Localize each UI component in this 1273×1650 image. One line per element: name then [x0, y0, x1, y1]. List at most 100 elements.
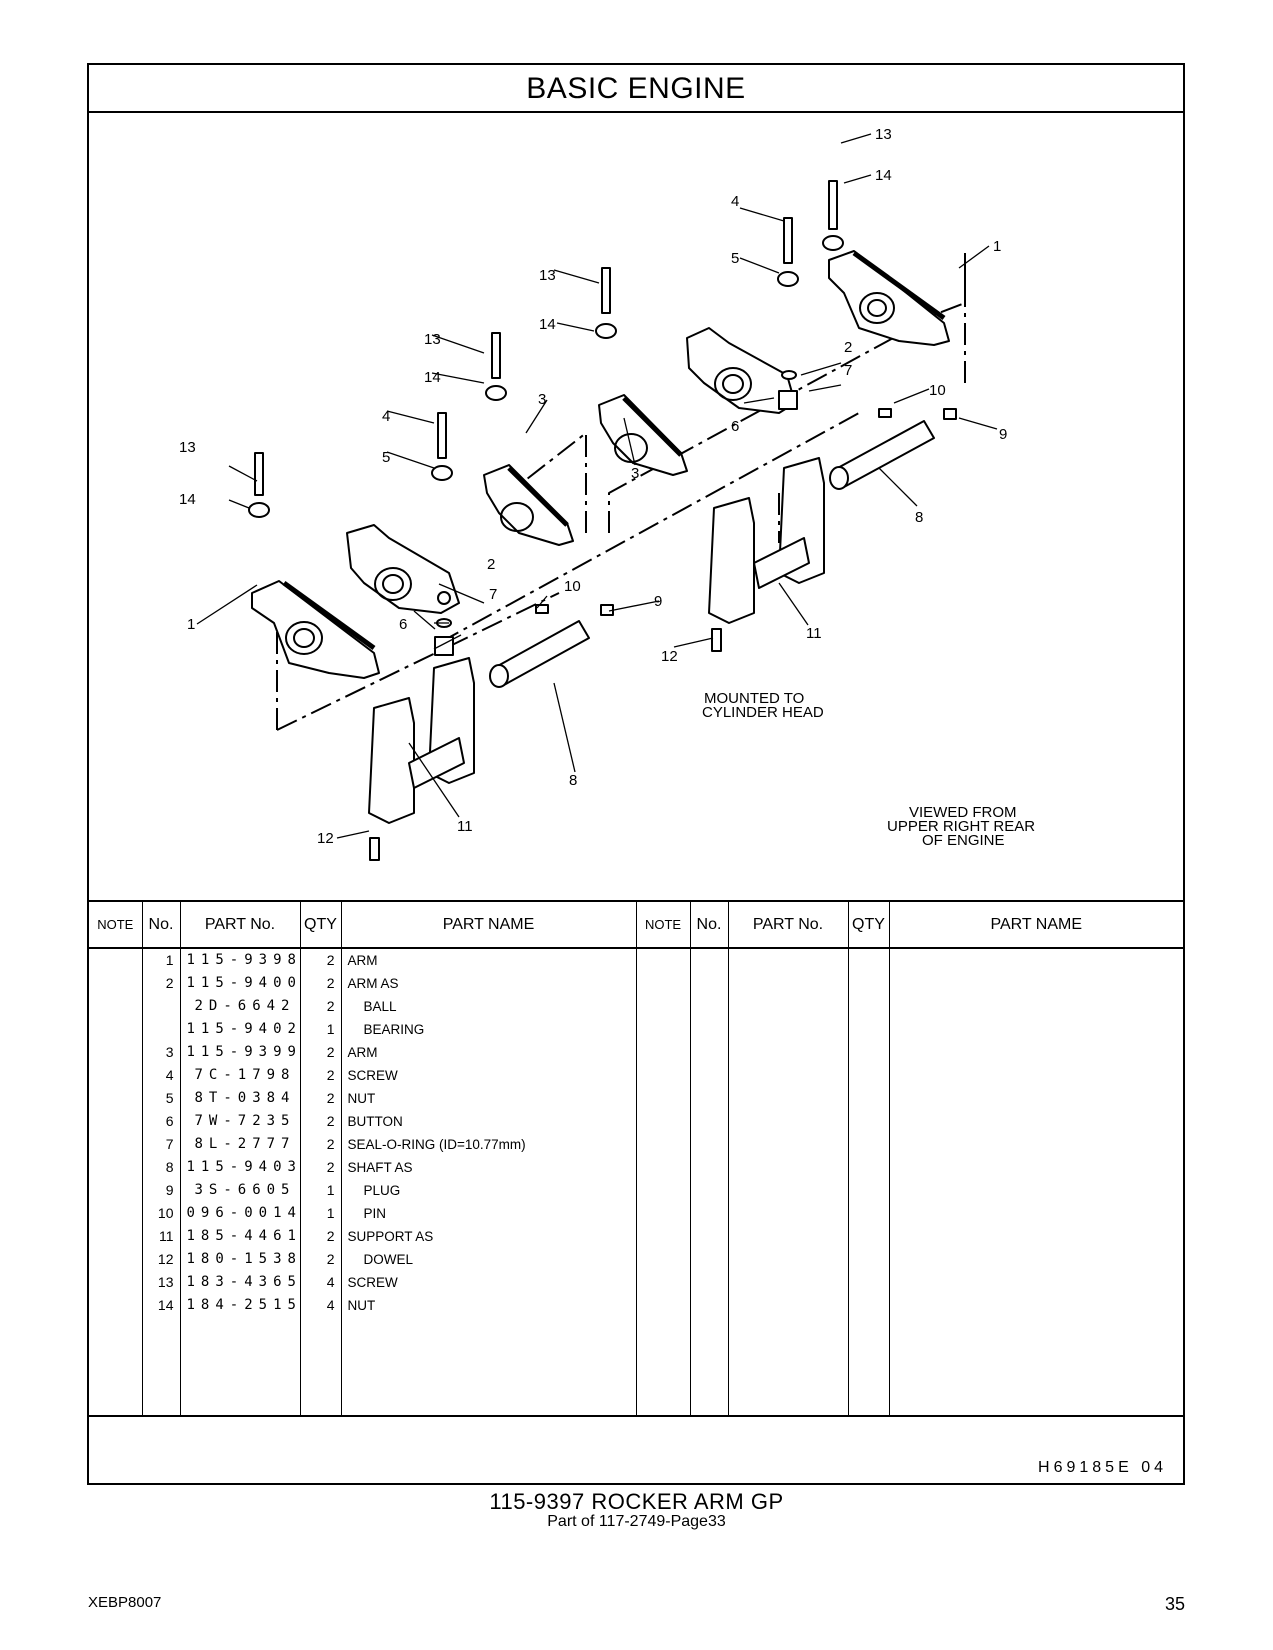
- part-name: SUPPORT AS: [340, 1225, 636, 1248]
- part-name: NUT: [340, 1294, 636, 1317]
- callout-6: 6: [399, 616, 407, 633]
- empty-cell: [888, 972, 1183, 995]
- callout-1: 1: [187, 616, 195, 633]
- quantity: 2: [299, 1087, 341, 1110]
- part-number: 185-4461: [179, 1225, 300, 1248]
- callout-13: 13: [179, 439, 196, 456]
- empty-cell: [689, 1294, 728, 1317]
- empty-cell: [635, 1133, 690, 1156]
- item-number: 7: [141, 1133, 180, 1156]
- note-cell: [89, 1156, 142, 1179]
- part-number: 115-9402: [179, 1018, 300, 1041]
- note-cell: [89, 1018, 142, 1041]
- callout-13: 13: [875, 126, 892, 143]
- note-cell: [89, 1064, 142, 1087]
- quantity: 2: [299, 1156, 341, 1179]
- empty-cell: [635, 1110, 690, 1133]
- callout-11: 11: [806, 625, 822, 642]
- header-part-name: PART NAME: [340, 902, 636, 949]
- empty-cell: [727, 948, 848, 972]
- callout-13: 13: [424, 331, 441, 348]
- rocker-arm-3-left: [483, 464, 574, 546]
- part-name: ARM: [340, 948, 636, 972]
- note-view-line3: OF ENGINE: [922, 832, 1005, 849]
- empty-cell: [727, 1018, 848, 1041]
- empty-cell: [689, 948, 728, 972]
- empty-cell: [888, 1271, 1183, 1294]
- header-part-name-right: PART NAME: [888, 902, 1183, 949]
- empty-cell: [689, 1110, 728, 1133]
- quantity: 2: [299, 1041, 341, 1064]
- page-title: BASIC ENGINE: [89, 65, 1183, 113]
- page-number: 35: [1164, 1594, 1185, 1614]
- part-name: NUT: [340, 1087, 636, 1110]
- empty-cell: [635, 1064, 690, 1087]
- part-name: PIN: [340, 1202, 636, 1225]
- empty-cell: [635, 972, 690, 995]
- callout-7: 7: [844, 362, 852, 379]
- callout-4: 4: [382, 408, 390, 425]
- empty-cell: [689, 1156, 728, 1179]
- empty-cell: [888, 1041, 1183, 1064]
- quantity: 4: [299, 1294, 341, 1317]
- empty-cell: [888, 1179, 1183, 1202]
- screw-4-group: [437, 217, 793, 459]
- part-number: 3S-6605: [179, 1179, 300, 1202]
- support-11-group: [368, 457, 825, 824]
- empty-cell: [727, 1110, 848, 1133]
- rocker-arm-3-right: [598, 394, 688, 476]
- item-number: 5: [141, 1087, 180, 1110]
- empty-cell: [888, 995, 1183, 1018]
- note-cell: [89, 1133, 142, 1156]
- callout-6: 6: [731, 418, 739, 435]
- empty-cell: [635, 1248, 690, 1271]
- callout-3: 3: [538, 391, 546, 408]
- parts-list-table: NOTE No. PART No. QTY PART NAME NOTE No.…: [89, 900, 1183, 1417]
- header-qty-right: QTY: [847, 902, 889, 949]
- callout-14: 14: [424, 369, 441, 386]
- note-cell: [89, 1202, 142, 1225]
- empty-cell: [727, 1156, 848, 1179]
- callout-4: 4: [731, 193, 739, 210]
- empty-cell: [888, 1248, 1183, 1271]
- part-number: 7C-1798: [179, 1064, 300, 1087]
- part-name: SCREW: [340, 1271, 636, 1294]
- empty-cell: [689, 1018, 728, 1041]
- item-number: [141, 995, 180, 1018]
- part-number: 183-4365: [179, 1271, 300, 1294]
- part-name: BEARING: [340, 1018, 636, 1041]
- quantity: 2: [299, 948, 341, 972]
- quantity: 1: [299, 1202, 341, 1225]
- empty-cell: [847, 1225, 889, 1248]
- empty-cell: [888, 1018, 1183, 1041]
- quantity: 2: [299, 1064, 341, 1087]
- header-note: NOTE: [89, 902, 142, 949]
- empty-cell: [727, 1087, 848, 1110]
- empty-cell: [727, 1179, 848, 1202]
- empty-cell: [689, 995, 728, 1018]
- rocker-arm-2-left: [346, 524, 460, 614]
- empty-cell: [689, 1064, 728, 1087]
- callout-2: 2: [487, 556, 495, 573]
- header-part-no-right: PART No.: [727, 902, 848, 949]
- shaft-8-group: [489, 420, 935, 688]
- note-cell: [89, 1294, 142, 1317]
- part-number: 7W-7235: [179, 1110, 300, 1133]
- empty-cell: [689, 1225, 728, 1248]
- part-number: 184-2515: [179, 1294, 300, 1317]
- empty-cell: [847, 995, 889, 1018]
- part-number: 180-1538: [179, 1248, 300, 1271]
- part-number: 2D-6642: [179, 995, 300, 1018]
- item-number: 11: [141, 1225, 180, 1248]
- empty-cell: [689, 1202, 728, 1225]
- page-frame: BASIC ENGINE: [87, 63, 1185, 1485]
- empty-cell: [727, 995, 848, 1018]
- empty-cell: [635, 1271, 690, 1294]
- quantity: 1: [299, 1179, 341, 1202]
